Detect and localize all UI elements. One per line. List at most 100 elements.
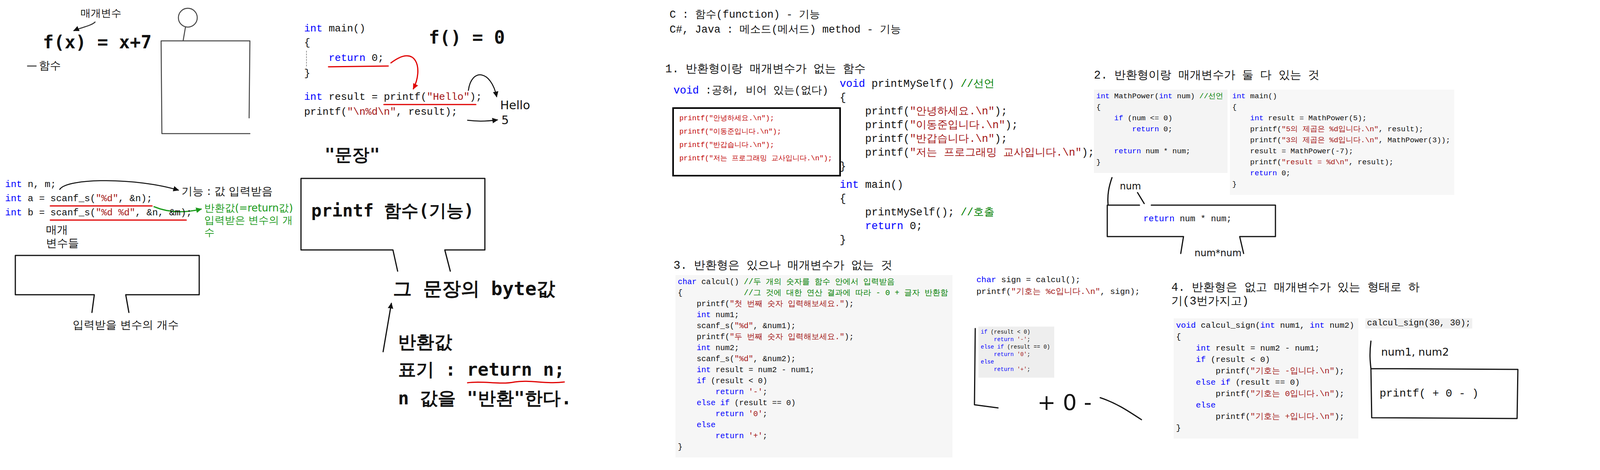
code-token: '0' <box>748 409 763 419</box>
code-token: void <box>1176 321 1196 331</box>
code-token: "반갑습니다.\n" <box>909 133 995 145</box>
code-token: int <box>696 310 711 320</box>
code-line: int result = printf("Hello"); <box>304 91 483 104</box>
code-line: void printMySelf() //선언 <box>839 77 995 91</box>
code-token: int <box>696 343 711 353</box>
code-line: { <box>1232 102 1237 112</box>
code-token: "기호는 0입니다.\n" <box>1250 389 1335 399</box>
code-token: else <box>980 343 995 351</box>
text-label: num1, num2 <box>1381 345 1450 359</box>
code-token: else <box>696 420 716 430</box>
code-token: '-' <box>748 387 763 397</box>
code-line: else if (result == 0) <box>980 343 1050 351</box>
code-line: int num1; <box>677 310 740 320</box>
code-line: int result = MathPower(5); <box>1232 113 1367 123</box>
text-label: 반환값(=return값) 입력받은 변수의 개수 <box>204 201 299 239</box>
code-token: else <box>980 358 995 366</box>
text-label: 5 <box>501 113 509 128</box>
code-line: return '+'; <box>980 366 1031 373</box>
code-line: { //그 것에 대한 연산 결과에 따라 - 0 + 글자 반환함 <box>677 288 949 298</box>
text-label: printf 함수(기능) <box>311 200 474 222</box>
code-token: int <box>5 207 23 219</box>
text-label: f() = 0 <box>428 26 505 49</box>
figure-body <box>161 27 250 134</box>
code-token: '+' <box>748 431 763 441</box>
code-token: "저는 프로그래밍 교사입니다.\n" <box>909 146 1082 159</box>
code-token: return <box>994 366 1014 373</box>
code-line: printf("3의 제곱은 %d입니다.\n", MathPower(3)); <box>1232 135 1451 145</box>
code-token: if <box>1195 355 1206 365</box>
code-line: else if (result == 0) <box>1176 377 1300 388</box>
text-label: 그 문장의 byte값 <box>392 277 556 301</box>
code-line: else <box>980 358 995 366</box>
code-token: "5의 제곱은 %d입니다.\n" <box>1281 124 1379 134</box>
bracket-box: 입력받을 변수의 개수 <box>11 247 201 342</box>
code-line: scanf_s("%d", &num1); <box>677 321 796 331</box>
red-underline <box>383 104 476 106</box>
outline-path <box>300 178 485 272</box>
code-token: "이동준입니다.\n" <box>909 119 1006 132</box>
code-line: int MathPower(int num) //선언 <box>1096 91 1224 101</box>
text-label: + 0 - <box>1037 388 1092 416</box>
figure-head <box>178 8 198 28</box>
code-token: '-' <box>1016 336 1027 343</box>
code-token: if <box>1220 377 1231 388</box>
code-line: printf("이동준입니다.\n"); <box>679 127 782 137</box>
code-token: "기호는 -입니다.\n" <box>1250 366 1335 376</box>
up-arrow <box>383 303 392 352</box>
code-token: return <box>1143 214 1175 224</box>
code-line: calcul_sign(30, 30); <box>1365 318 1473 329</box>
code-block: int MathPower(int num) //선언{ if (num <= … <box>1093 89 1228 173</box>
code-line: return '-'; <box>677 387 768 397</box>
code-line: char sign = calcul(); <box>976 275 1081 285</box>
code-token: "두 번째 숫자 입력해보세요." <box>729 332 845 342</box>
code-token: "기호는 %c입니다.\n" <box>1011 287 1101 297</box>
code-token: int <box>304 22 323 35</box>
code-line: printMySelf(); //호출 <box>839 206 995 219</box>
code-line: int b = scanf_s("%d %d", &n, &m); <box>5 207 192 219</box>
code-line: return 0; <box>839 220 923 233</box>
code-token: //두 개의 숫자를 함수 안에서 입력받음 <box>743 277 895 287</box>
code-block: int main(){ int result = MathPower(5); p… <box>1229 89 1455 195</box>
code-line: int a = scanf_s("%d", &n); <box>5 193 153 205</box>
code-token: return <box>715 409 744 419</box>
code-token: return <box>1250 168 1278 178</box>
function-box: numreturn num * num;num*num <box>1100 172 1285 264</box>
code-token: int <box>1195 343 1211 353</box>
code-token: return <box>865 220 904 233</box>
code-token: "3의 제곱은 %d입니다.\n" <box>1281 135 1379 145</box>
code-token: else <box>1195 400 1216 410</box>
text-label: num <box>1119 180 1142 193</box>
code-token: int <box>5 179 23 190</box>
code-line: result = MathPower(-7); <box>1232 146 1354 156</box>
code-line: printf("기호는 0입니다.\n"); <box>1176 388 1345 399</box>
code-line: printf("기호는 -입니다.\n"); <box>1176 366 1345 377</box>
code-token: '0' <box>1016 351 1027 358</box>
code-line: return 0; <box>1096 124 1173 134</box>
black-arrow <box>59 180 179 191</box>
code-line: printf("result = %d\n", result); <box>1232 157 1394 167</box>
outline-path <box>15 255 200 313</box>
code-line: return 0; <box>304 52 384 65</box>
code-line: printf("안녕하세요.\n"); <box>679 114 775 123</box>
outline-path <box>1107 177 1276 254</box>
code-line: void :공허, 비어 있는(없다) <box>673 84 829 98</box>
text-label: f(x) = x+7 <box>42 31 152 54</box>
code-token: if <box>720 398 730 408</box>
code-token: '+' <box>1016 366 1027 373</box>
code-token: //그 것에 대한 연산 결과에 따라 - 0 + 글자 반환함 <box>743 288 949 298</box>
code-line: } <box>304 67 311 80</box>
code-token: "기호는 +입니다.\n" <box>1250 412 1335 422</box>
code-token: int <box>839 179 859 191</box>
code-snippet: if (result < 0) return '-';else if (resu… <box>978 326 1055 378</box>
code-token: "%d" <box>734 354 754 364</box>
code-line: void calcul_sign(int num1, int num2) <box>1176 320 1355 331</box>
text-label: n 값을 "반환"한다. <box>398 387 572 410</box>
code-line: } <box>1232 179 1237 189</box>
code-line: printf("\n%d\n", result); <box>304 106 458 119</box>
code-token: char <box>677 277 697 287</box>
text-label: 3. 반환형은 있으나 매개변수가 없는 것 <box>673 259 893 274</box>
loop-arrow <box>467 119 498 122</box>
code-line: return num * num; <box>1143 214 1232 225</box>
